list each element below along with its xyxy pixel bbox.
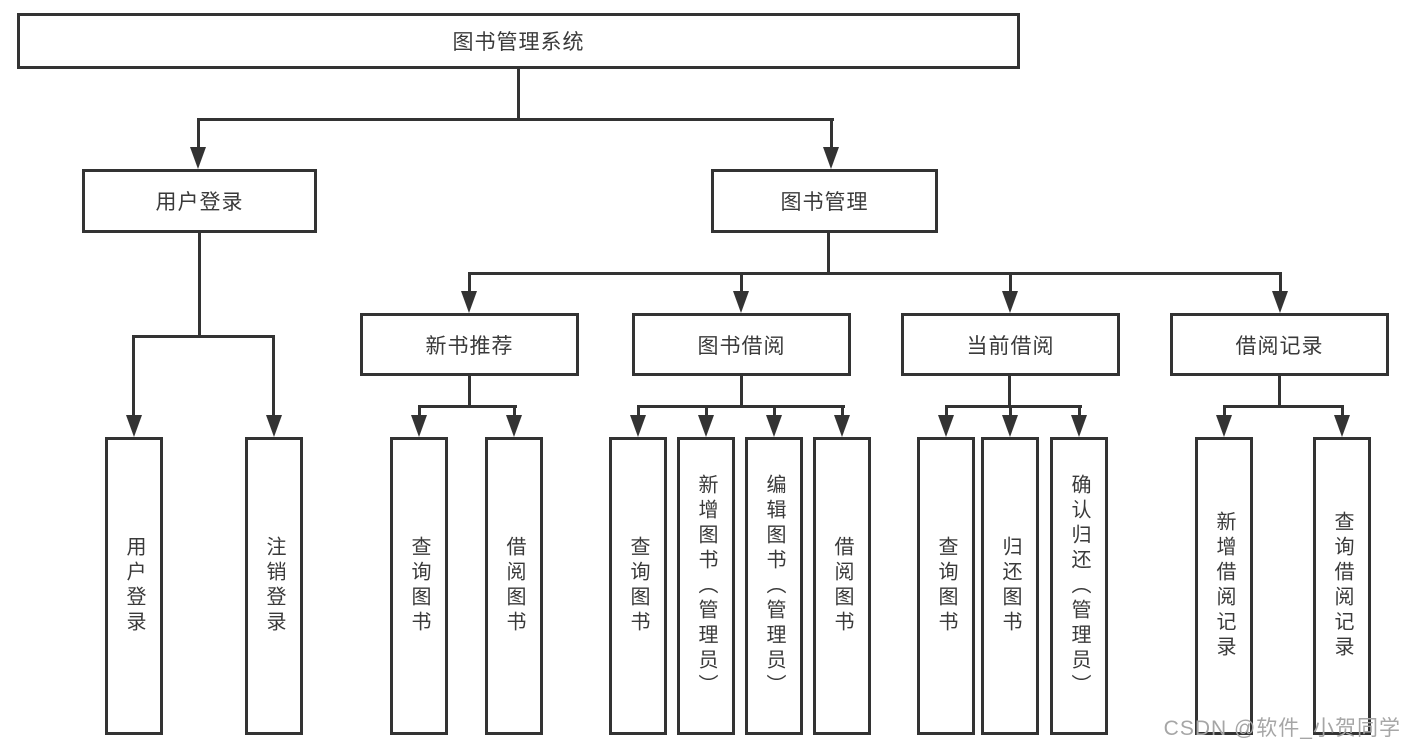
leaf-add-book-admin: 新增图书（管理员） bbox=[677, 437, 735, 735]
connector-shaft-return-book bbox=[1009, 405, 1012, 419]
arrowhead-down-book-management bbox=[823, 147, 839, 169]
connector-shaft-book-management bbox=[830, 118, 833, 152]
connector-shaft-add-book bbox=[705, 405, 708, 419]
connector-shaft-borrow-query bbox=[637, 405, 640, 419]
arrowhead-down-leaf-user-login bbox=[126, 415, 142, 437]
leaf-add-borrow-record-label: 新增借阅记录 bbox=[1213, 511, 1235, 661]
node-book-borrow-label: 图书借阅 bbox=[697, 334, 786, 358]
leaf-return-book-label: 归还图书 bbox=[999, 536, 1021, 636]
watermark: CSDN @软件_小贺同学 bbox=[1163, 717, 1401, 740]
leaf-borrow-query-book: 查询图书 bbox=[609, 437, 667, 735]
node-borrow-record-label: 借阅记录 bbox=[1235, 334, 1324, 358]
arrowhead-down-confirm-return bbox=[1071, 415, 1087, 437]
leaf-recommend-borrow-book: 借阅图书 bbox=[485, 437, 543, 735]
connector-shaft-leaf-logout bbox=[272, 335, 275, 417]
leaf-add-book-admin-label: 新增图书（管理员） bbox=[695, 473, 717, 699]
arrowhead-down-recommend-query bbox=[411, 415, 427, 437]
connector-book-management-rail bbox=[468, 272, 1282, 275]
leaf-recommend-query-book-label: 查询图书 bbox=[408, 536, 430, 636]
leaf-user-login: 用户登录 bbox=[105, 437, 163, 735]
leaf-logout: 注销登录 bbox=[245, 437, 303, 735]
connector-record-stem bbox=[1278, 376, 1281, 408]
connector-shaft-book-borrow bbox=[740, 272, 743, 297]
arrowhead-down-current-borrow bbox=[1002, 291, 1018, 313]
connector-user-login-stem bbox=[198, 233, 201, 338]
node-borrow-record: 借阅记录 bbox=[1170, 313, 1389, 376]
leaf-confirm-return-admin-label: 确认归还（管理员） bbox=[1068, 473, 1090, 699]
node-book-borrow: 图书借阅 bbox=[632, 313, 851, 376]
node-root: 图书管理系统 bbox=[17, 13, 1020, 69]
node-book-management-label: 图书管理 bbox=[780, 191, 869, 214]
connector-record-rail bbox=[1223, 405, 1344, 408]
connector-shaft-new-book-recommend bbox=[468, 272, 471, 297]
arrowhead-down-recommend-borrow bbox=[506, 415, 522, 437]
arrowhead-down-borrow-book bbox=[834, 415, 850, 437]
connector-root-stem bbox=[517, 69, 520, 118]
leaf-recommend-borrow-book-label: 借阅图书 bbox=[503, 536, 525, 636]
node-current-borrow: 当前借阅 bbox=[901, 313, 1120, 376]
connector-shaft-borrow-record bbox=[1279, 272, 1282, 297]
connector-shaft-query-record bbox=[1341, 405, 1344, 419]
connector-shaft-recommend-borrow bbox=[513, 405, 516, 419]
connector-shaft-current-query bbox=[945, 405, 948, 419]
connector-borrow-rail bbox=[637, 405, 845, 408]
connector-shaft-recommend-query bbox=[418, 405, 421, 419]
node-new-book-recommend-label: 新书推荐 bbox=[425, 334, 514, 358]
leaf-query-borrow-record: 查询借阅记录 bbox=[1313, 437, 1371, 735]
arrowhead-down-leaf-logout bbox=[266, 415, 282, 437]
leaf-edit-book-admin-label: 编辑图书（管理员） bbox=[763, 473, 785, 699]
leaf-recommend-query-book: 查询图书 bbox=[390, 437, 448, 735]
leaf-query-borrow-record-label: 查询借阅记录 bbox=[1331, 511, 1353, 661]
connector-current-stem bbox=[1008, 376, 1011, 408]
node-user-login: 用户登录 bbox=[82, 169, 317, 233]
leaf-current-query-book: 查询图书 bbox=[917, 437, 975, 735]
connector-shaft-add-record bbox=[1223, 405, 1226, 419]
leaf-confirm-return-admin: 确认归还（管理员） bbox=[1050, 437, 1108, 735]
connector-book-management-stem bbox=[827, 233, 830, 275]
connector-user-login-rail bbox=[132, 335, 275, 338]
connector-shaft-leaf-user-login bbox=[132, 335, 135, 417]
arrowhead-down-add-record bbox=[1216, 415, 1232, 437]
node-new-book-recommend: 新书推荐 bbox=[360, 313, 579, 376]
leaf-borrow-book: 借阅图书 bbox=[813, 437, 871, 735]
connector-current-rail bbox=[945, 405, 1082, 408]
arrowhead-down-edit-book bbox=[766, 415, 782, 437]
connector-recommend-stem bbox=[468, 376, 471, 408]
leaf-add-borrow-record: 新增借阅记录 bbox=[1195, 437, 1253, 735]
leaf-edit-book-admin: 编辑图书（管理员） bbox=[745, 437, 803, 735]
node-book-management: 图书管理 bbox=[711, 169, 938, 233]
node-current-borrow-label: 当前借阅 bbox=[966, 334, 1055, 358]
arrowhead-down-query-record bbox=[1334, 415, 1350, 437]
connector-shaft-borrow-book bbox=[841, 405, 844, 419]
arrowhead-down-borrow-record bbox=[1272, 291, 1288, 313]
leaf-logout-label: 注销登录 bbox=[263, 536, 285, 636]
arrowhead-down-new-book-recommend bbox=[461, 291, 477, 313]
arrowhead-down-book-borrow bbox=[733, 291, 749, 313]
arrowhead-down-add-book bbox=[698, 415, 714, 437]
connector-shaft-confirm-return bbox=[1078, 405, 1081, 419]
arrowhead-down-user-login bbox=[190, 147, 206, 169]
connector-root-rail bbox=[197, 118, 834, 121]
node-root-label: 图书管理系统 bbox=[452, 31, 585, 54]
leaf-return-book: 归还图书 bbox=[981, 437, 1039, 735]
leaf-borrow-book-label: 借阅图书 bbox=[831, 536, 853, 636]
leaf-current-query-book-label: 查询图书 bbox=[935, 536, 957, 636]
connector-shaft-current-borrow bbox=[1009, 272, 1012, 297]
leaf-borrow-query-book-label: 查询图书 bbox=[627, 536, 649, 636]
connector-shaft-edit-book bbox=[773, 405, 776, 419]
connector-borrow-stem bbox=[740, 376, 743, 408]
node-user-login-label: 用户登录 bbox=[155, 191, 244, 214]
arrowhead-down-borrow-query bbox=[630, 415, 646, 437]
connector-shaft-user-login bbox=[197, 118, 200, 152]
arrowhead-down-return-book bbox=[1002, 415, 1018, 437]
arrowhead-down-current-query bbox=[938, 415, 954, 437]
leaf-user-login-label: 用户登录 bbox=[123, 536, 145, 636]
connector-recommend-rail bbox=[418, 405, 517, 408]
